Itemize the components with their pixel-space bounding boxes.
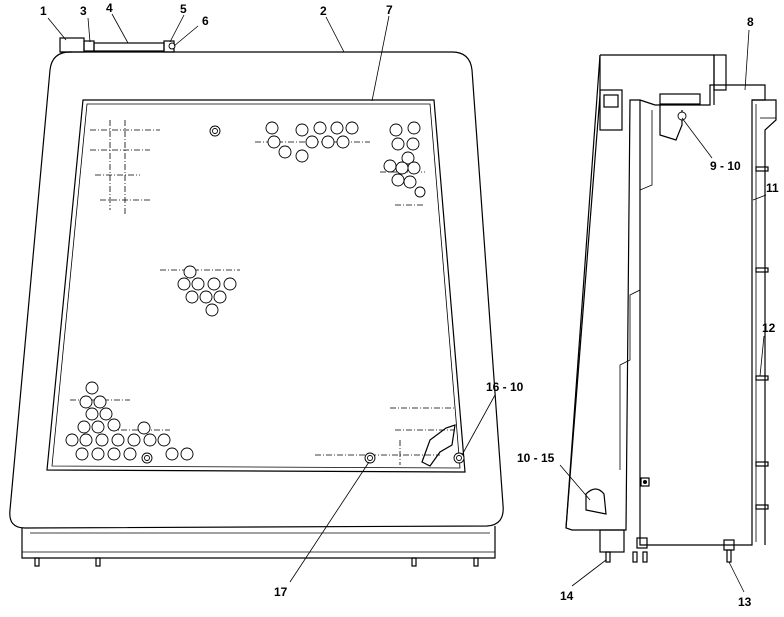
callout-10-15: 10 - 15 xyxy=(517,451,555,465)
side-feet xyxy=(605,549,732,563)
front-feet xyxy=(34,557,479,567)
base-strip xyxy=(21,526,496,559)
screen-bezel-inner xyxy=(51,103,461,469)
callout-1: 1 xyxy=(40,4,47,18)
callout-5: 5 xyxy=(180,2,187,16)
side-lower-bracket xyxy=(585,477,735,553)
callout-12: 12 xyxy=(762,321,776,335)
callout-4: 4 xyxy=(106,1,113,15)
callout-17: 17 xyxy=(274,585,288,599)
housing-outline xyxy=(9,51,504,529)
corner-bracket xyxy=(421,424,456,467)
front-view xyxy=(9,13,504,583)
top-hinge-assembly xyxy=(59,37,176,53)
callout-9-10: 9 - 10 xyxy=(710,159,741,173)
side-view xyxy=(559,29,777,593)
callout-2: 2 xyxy=(320,4,327,18)
side-body xyxy=(565,55,766,546)
side-hinge xyxy=(599,89,701,141)
front-leader-lines xyxy=(47,13,496,583)
callout-6: 6 xyxy=(202,14,209,28)
callout-8: 8 xyxy=(747,15,754,29)
mounting-holes xyxy=(65,121,465,464)
callout-13: 13 xyxy=(738,595,752,609)
callout-16-10: 16 - 10 xyxy=(486,380,524,394)
side-studs xyxy=(755,166,769,510)
callout-labels: 1 3 4 5 6 2 7 8 9 - 10 11 12 16 - 10 10 … xyxy=(40,1,779,609)
callout-14: 14 xyxy=(560,589,574,603)
side-step-profile xyxy=(619,110,653,470)
callout-11: 11 xyxy=(766,181,779,195)
side-leader-lines xyxy=(559,29,767,593)
callout-3: 3 xyxy=(80,4,87,18)
callout-7: 7 xyxy=(386,3,393,17)
screen-bezel xyxy=(46,99,466,473)
